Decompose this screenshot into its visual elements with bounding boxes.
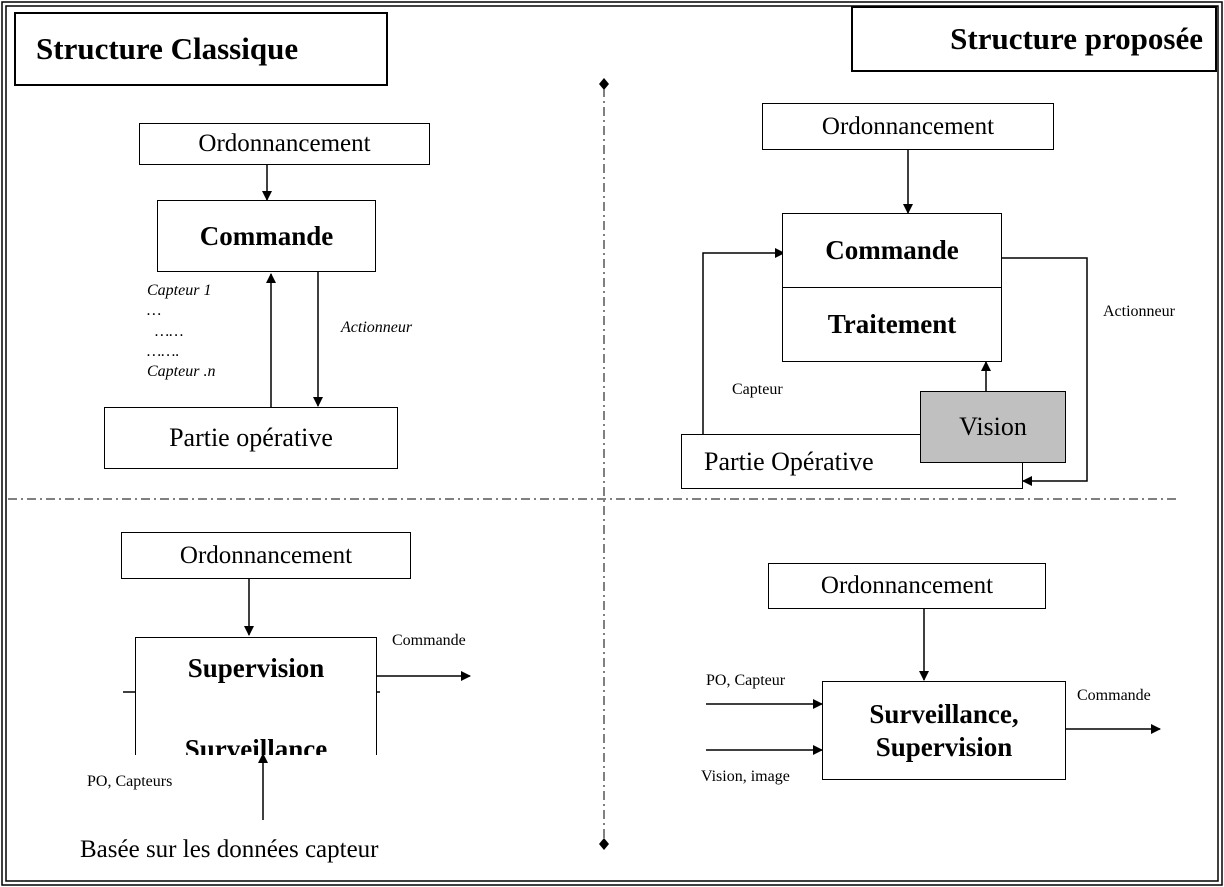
tr-capteur-label: Capteur bbox=[732, 381, 783, 398]
bl-surveillance-label: Surveillance bbox=[184, 734, 328, 755]
br-supervision-label: Supervision bbox=[875, 731, 1013, 762]
tr-ordonnancement-box: Ordonnancement bbox=[762, 103, 1054, 150]
tl-capteur-1-label: Capteur 1 bbox=[147, 282, 212, 299]
bl-po-capteurs-label: PO, Capteurs bbox=[87, 773, 173, 790]
tr-ordonnancement-label: Ordonnancement bbox=[821, 112, 995, 140]
bl-supervision-label: Supervision bbox=[187, 652, 325, 683]
tr-actionneur-label: Actionneur bbox=[1103, 303, 1175, 320]
tr-commande-cell: Commande bbox=[783, 214, 1001, 288]
br-ordonnancement-box: Ordonnancement bbox=[768, 563, 1046, 609]
tl-partie-operative-box: Partie opérative bbox=[104, 407, 398, 469]
tr-traitement-label: Traitement bbox=[827, 309, 957, 339]
title-structure-proposee: Structure proposée bbox=[851, 6, 1217, 72]
br-vision-image-label: Vision, image bbox=[701, 768, 790, 785]
bl-supervision-cell: Supervision bbox=[136, 638, 376, 694]
tr-partie-operative-label: Partie Opérative bbox=[704, 446, 874, 476]
bl-ordonnancement-box: Ordonnancement bbox=[121, 532, 411, 579]
tr-traitement-cell: Traitement bbox=[783, 288, 1001, 361]
bl-ordonnancement-label: Ordonnancement bbox=[179, 541, 353, 569]
tl-capteur-n-label: Capteur .n bbox=[147, 363, 216, 380]
bl-supervision-surveillance-box: Supervision Surveillance bbox=[135, 637, 377, 755]
br-surveillance-label: Surveillance, bbox=[869, 698, 1019, 729]
title-structure-classique-text: Structure Classique bbox=[36, 31, 299, 66]
tr-commande-traitement-box: Commande Traitement bbox=[782, 213, 1002, 362]
br-po-capteur-label: PO, Capteur bbox=[706, 672, 786, 689]
title-structure-classique: Structure Classique bbox=[14, 12, 388, 86]
tr-vision-label: Vision bbox=[959, 412, 1027, 441]
tr-commande-label: Commande bbox=[825, 235, 959, 265]
tl-commande-box: Commande bbox=[157, 200, 376, 272]
tl-actionneur-label: Actionneur bbox=[341, 319, 413, 336]
br-surveillance-supervision-box: Surveillance, Supervision bbox=[822, 681, 1066, 780]
tl-ordonnancement-label: Ordonnancement bbox=[198, 130, 371, 157]
bl-basee-label: Basée sur les données capteur bbox=[80, 836, 379, 863]
tl-partie-operative-label: Partie opérative bbox=[169, 423, 333, 452]
tr-vision-box: Vision bbox=[920, 391, 1066, 463]
tl-capteur-ellipsis-3: ……. bbox=[147, 343, 180, 360]
diamond-top bbox=[599, 78, 609, 90]
diamond-bottom bbox=[599, 838, 609, 850]
tr-capteur-loop-arrow bbox=[702, 248, 785, 434]
tl-commande-label: Commande bbox=[199, 220, 334, 251]
tl-capteur-ellipsis-2: …… bbox=[155, 323, 184, 340]
bl-commande-label: Commande bbox=[392, 632, 466, 649]
title-structure-proposee-text: Structure proposée bbox=[950, 21, 1203, 56]
br-ordonnancement-label: Ordonnancement bbox=[820, 572, 994, 599]
tl-ordonnancement-box: Ordonnancement bbox=[139, 123, 430, 165]
bl-surveillance-cell: Surveillance bbox=[136, 694, 376, 755]
tr-actionneur-loop-arrow bbox=[1001, 257, 1088, 486]
br-commande-label: Commande bbox=[1077, 687, 1151, 704]
inner-frame bbox=[5, 5, 1219, 882]
tl-capteur-ellipsis-1: … bbox=[147, 302, 162, 319]
